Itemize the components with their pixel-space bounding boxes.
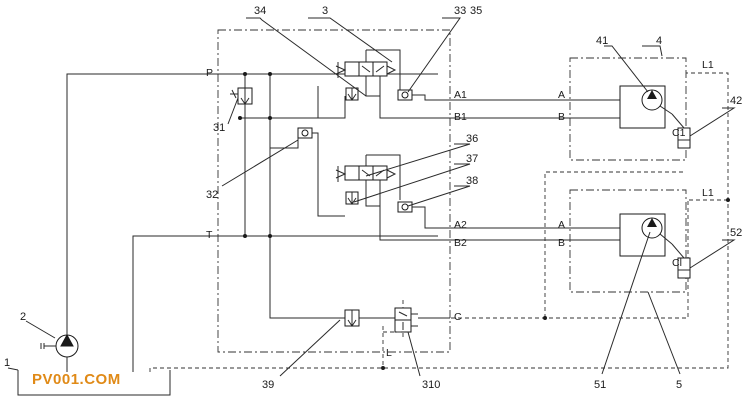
pump-2 <box>40 333 79 372</box>
hydraulic-motor-51 <box>619 213 673 257</box>
callout-33: 33 <box>454 5 466 17</box>
callout-5: 5 <box>676 379 682 391</box>
check-valve-35 <box>397 89 413 101</box>
motor-unit-4 <box>569 57 687 161</box>
motor-unit-5 <box>569 189 687 293</box>
port-c: C <box>454 311 462 323</box>
motor1-port-l1: L1 <box>702 59 714 71</box>
port-a2: A2 <box>454 219 467 231</box>
check-valve-38 <box>397 201 413 213</box>
callout-39: 39 <box>262 379 274 391</box>
tank <box>17 370 171 396</box>
check-valve-39 <box>344 309 360 327</box>
callout-36: 36 <box>466 133 478 145</box>
valve-block-3 <box>217 29 451 353</box>
directional-valve-36 <box>335 165 397 182</box>
callout-38: 38 <box>466 175 478 187</box>
port-t: T <box>206 229 213 241</box>
callout-32: 32 <box>206 189 218 201</box>
callout-4: 4 <box>656 35 662 47</box>
directional-valve-33 <box>335 61 397 78</box>
port-a1: A1 <box>454 89 467 101</box>
callout-41: 41 <box>596 35 608 47</box>
control-line-c <box>430 200 689 319</box>
callout-34: 34 <box>254 5 266 17</box>
callout-3: 3 <box>322 5 328 17</box>
check-valve-34 <box>345 87 359 101</box>
motor2-port-c1: Cl <box>672 257 682 269</box>
motor2-port-a: A <box>558 219 565 231</box>
callout-52: 52 <box>730 227 742 239</box>
motor1-port-a: A <box>558 89 565 101</box>
callout-31: 31 <box>213 122 225 134</box>
callout-51: 51 <box>594 379 606 391</box>
cylinder-42 <box>671 113 691 149</box>
check-valve-37 <box>345 191 359 205</box>
port-l: L <box>386 347 392 359</box>
motor1-port-c1: C1 <box>672 127 686 139</box>
callout-37: 37 <box>466 153 478 165</box>
callout-1: 1 <box>4 357 10 369</box>
callout-2: 2 <box>20 311 26 323</box>
relief-valve-31 <box>230 74 253 236</box>
hydraulic-motor-41 <box>619 85 673 129</box>
motor2-port-l1: L1 <box>702 187 714 199</box>
port-p: P <box>206 67 213 79</box>
port-b2: B2 <box>454 237 467 249</box>
motor2-port-b: B <box>558 237 565 249</box>
callout-leaders <box>7 17 736 377</box>
callout-42: 42 <box>730 95 742 107</box>
shuttle-valve-32 <box>270 127 345 217</box>
pilot-valve-310 <box>394 307 418 333</box>
pressure-line-p <box>66 73 438 335</box>
motor-drain-connection <box>544 171 686 318</box>
port-b1: B1 <box>454 111 467 123</box>
watermark-text: PV001.COM <box>32 371 121 388</box>
callout-35: 35 <box>470 5 482 17</box>
motor1-port-b: B <box>558 111 565 123</box>
drain-line <box>149 72 729 372</box>
return-line-t <box>132 235 438 372</box>
callout-310: 310 <box>422 379 440 391</box>
